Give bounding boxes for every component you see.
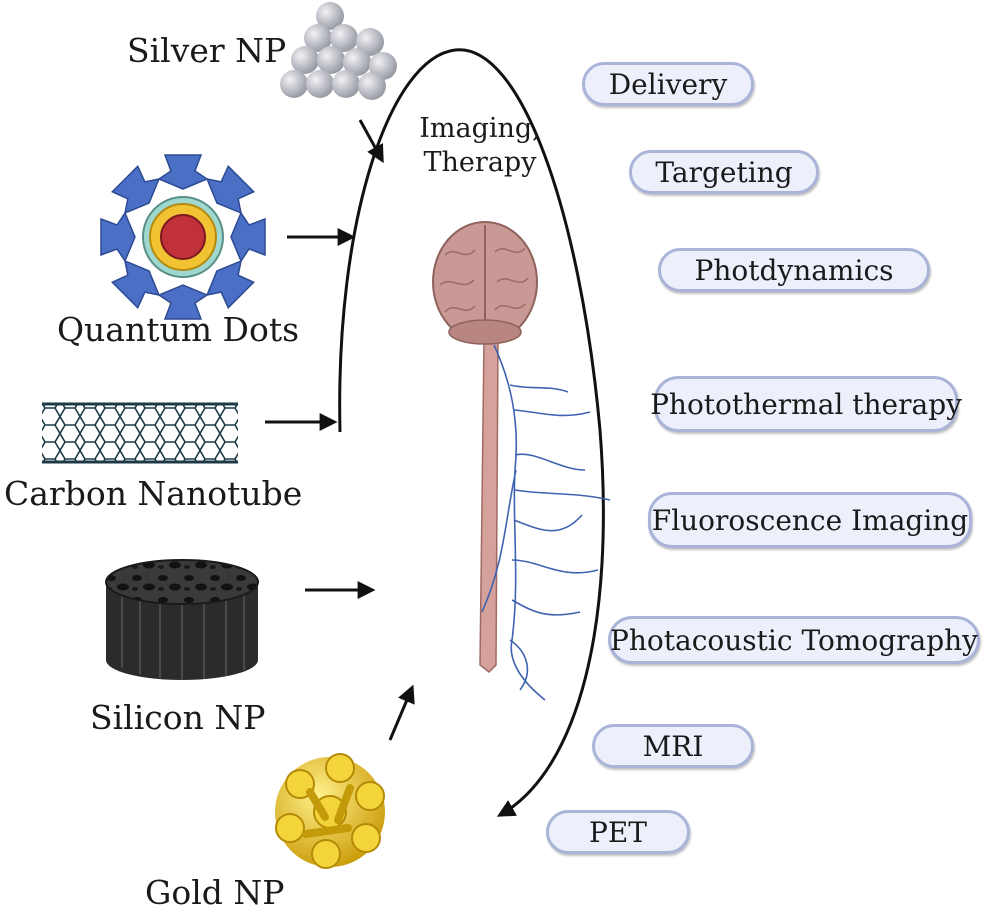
brain-spinal-cord-icon xyxy=(432,221,611,701)
quantum-dots-label: Quantum Dots xyxy=(57,310,300,349)
silver-np-icon xyxy=(280,2,397,100)
application-pill-targeting: Targeting xyxy=(629,150,819,194)
gold-arrow xyxy=(388,684,415,741)
center-title-line1: Imaging, xyxy=(419,113,541,144)
carbon-nanotube-label: Carbon Nanotube xyxy=(4,474,303,513)
center-title: Imaging, Therapy xyxy=(405,112,555,180)
carbon-nanotube-icon xyxy=(42,402,238,464)
silicon-np-icon xyxy=(105,559,259,680)
process-arc xyxy=(338,48,605,817)
application-pill-delivery: Delivery xyxy=(582,62,754,106)
silver-np-label: Silver NP xyxy=(127,31,287,70)
gold-np-label: Gold NP xyxy=(145,873,285,912)
application-pill-pet: PET xyxy=(546,810,690,854)
silver-arrow xyxy=(358,119,384,164)
application-pill-mri: MRI xyxy=(592,724,754,768)
center-title-line2: Therapy xyxy=(423,146,537,178)
quantum-dots-icon xyxy=(100,154,266,320)
application-pill-photothermal-therapy: Photothermal therapy xyxy=(650,376,962,432)
silicon-np-label: Silicon NP xyxy=(90,698,266,737)
application-pill-photacoustic-tomography: Photacoustic Tomography xyxy=(608,616,980,664)
application-pill-photdynamics: Photdynamics xyxy=(658,248,930,292)
gold-np-icon xyxy=(275,753,385,869)
application-pill-fluoroscence-imaging: Fluoroscence Imaging xyxy=(648,492,972,548)
